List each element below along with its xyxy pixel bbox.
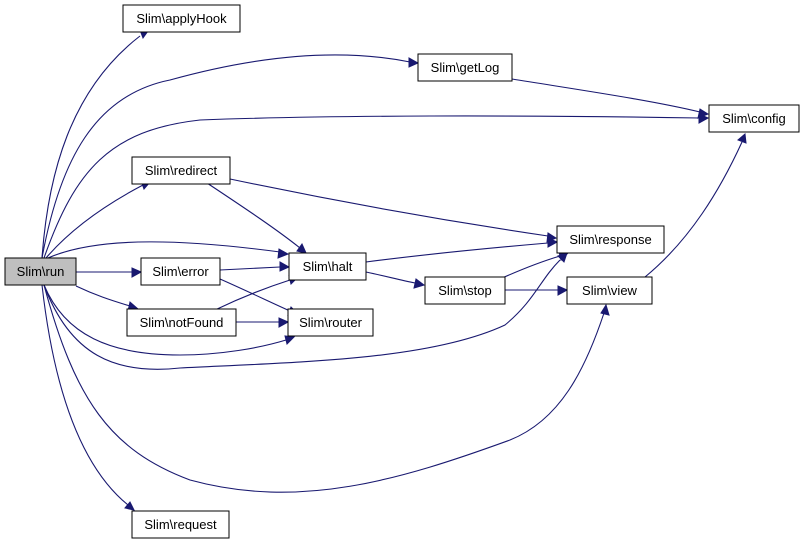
node-label: Slim\stop — [438, 283, 491, 298]
node-config[interactable]: Slim\config — [708, 104, 800, 133]
node-error[interactable]: Slim\error — [140, 257, 221, 286]
node-label: Slim\redirect — [145, 163, 218, 178]
node-box — [4, 257, 77, 286]
edge-run-view — [43, 284, 610, 493]
node-run[interactable]: Slim\run — [4, 257, 77, 286]
node-label: Slim\config — [722, 111, 786, 126]
node-response[interactable]: Slim\response — [556, 225, 665, 254]
edge-run-notfound — [75, 285, 140, 312]
node-box — [140, 257, 221, 286]
node-router[interactable]: Slim\router — [287, 308, 374, 337]
node-box — [424, 276, 506, 305]
node-label: Slim\applyHook — [136, 11, 227, 26]
edge-run-request — [41, 284, 135, 511]
node-redirect[interactable]: Slim\redirect — [131, 156, 231, 185]
node-stop[interactable]: Slim\stop — [424, 276, 506, 305]
node-box — [131, 156, 231, 185]
node-label: Slim\request — [144, 517, 217, 532]
node-label: Slim\router — [299, 315, 363, 330]
edge-getlog-config — [511, 78, 710, 119]
edge-redirect-halt — [206, 182, 307, 254]
edge-halt-stop — [365, 271, 426, 289]
node-label: Slim\notFound — [140, 315, 224, 330]
node-label: Slim\response — [569, 232, 651, 247]
edge-run-getlog — [41, 54, 420, 259]
node-box — [417, 53, 513, 82]
edge-halt-response — [365, 237, 559, 263]
node-label: Slim\halt — [303, 259, 353, 274]
edge-run-redirect — [45, 180, 151, 259]
node-label: Slim\view — [582, 283, 638, 298]
nodes-layer: Slim\run Slim\applyHookSlim\getLogSlim\co… — [4, 4, 800, 539]
node-box — [566, 276, 653, 305]
edge-stop-view — [505, 285, 569, 296]
node-box — [122, 4, 241, 33]
edge-run-error — [76, 267, 143, 278]
node-box — [708, 104, 800, 133]
node-label: Slim\error — [152, 264, 209, 279]
node-label: Slim\run — [17, 264, 65, 279]
node-box — [288, 252, 367, 281]
node-halt[interactable]: Slim\halt — [288, 252, 367, 281]
node-applyhook[interactable]: Slim\applyHook — [122, 4, 241, 33]
node-view[interactable]: Slim\view — [566, 276, 653, 305]
node-box — [287, 308, 374, 337]
node-box — [556, 225, 665, 254]
edge-error-halt — [219, 261, 291, 272]
node-box — [126, 308, 237, 337]
edge-run-halt — [47, 241, 290, 259]
node-request[interactable]: Slim\request — [131, 510, 230, 539]
node-box — [131, 510, 230, 539]
node-notfound[interactable]: Slim\notFound — [126, 308, 237, 337]
edges-layer — [41, 29, 747, 511]
edge-notfound-halt — [214, 275, 300, 311]
node-label: Slim\getLog — [431, 60, 500, 75]
edge-view-config — [644, 133, 747, 278]
node-getlog[interactable]: Slim\getLog — [417, 53, 513, 82]
edge-notfound-router — [236, 317, 290, 328]
